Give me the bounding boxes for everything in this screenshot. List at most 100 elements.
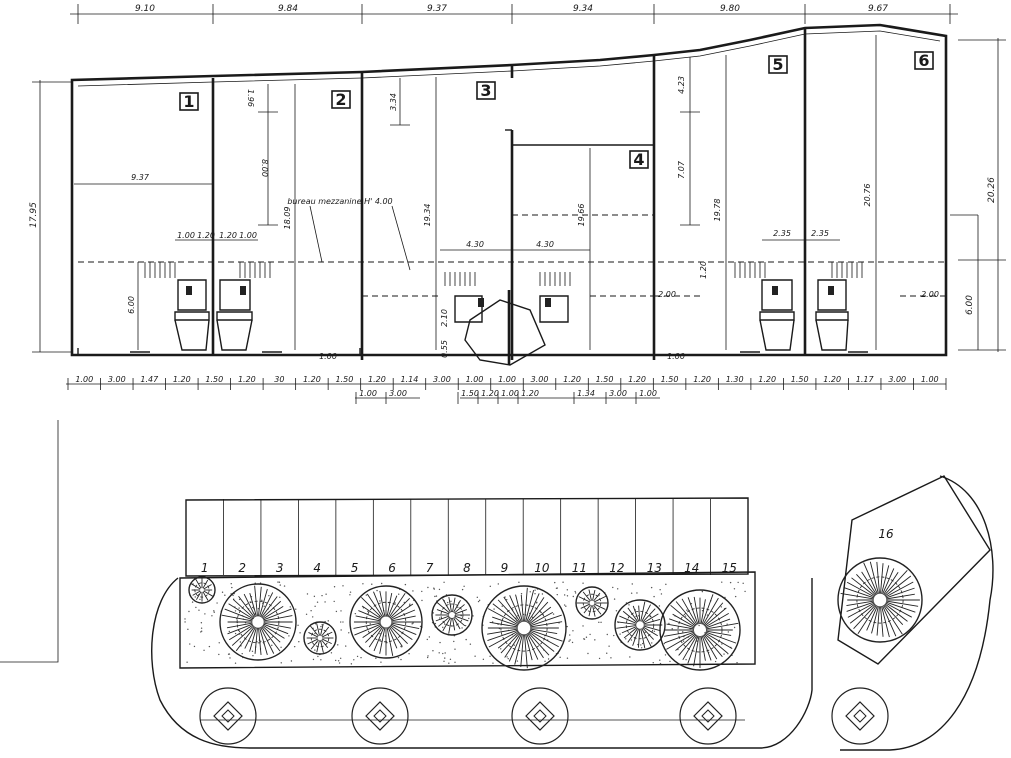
bottom-dim-row1-20: 1.20 — [693, 375, 711, 384]
unit-labels: 1 2 3 4 5 6 — [179, 51, 934, 169]
u6-depth-dim: 20.76 — [863, 184, 872, 207]
u2-stair-dim-4: 1.00 — [239, 231, 257, 240]
tree-icon — [188, 576, 216, 604]
parking-number-15: 15 — [722, 561, 737, 575]
bottom-dim-row2-4: 1.20 — [481, 389, 499, 398]
u5-stair-dim-2: 2.35 — [811, 229, 829, 238]
u5-door-dim: 1.00 — [667, 352, 685, 361]
top-dim-6: 9.67 — [868, 4, 888, 14]
bottom-dim-row1-1: 1.00 — [75, 375, 93, 384]
bottom-dim-row1-2: 3.00 — [108, 375, 126, 384]
parking-number-1: 1 — [201, 561, 209, 575]
parking-number-8: 8 — [463, 561, 471, 575]
interior-dimensions: 9.37 6.00 1.96 8.00 18.09 1.00 1.20 1.20… — [74, 57, 939, 361]
tree-icon — [659, 589, 741, 671]
tree-icon — [219, 583, 297, 661]
tree-icon — [575, 586, 609, 620]
mezzanine-lines: bureau mezzanine H' 4.00 — [78, 197, 946, 297]
top-dim-1: 9.10 — [135, 4, 155, 14]
bottom-dim-row2-3: 1.50 — [461, 389, 479, 398]
bottom-dim-row1-22: 1.20 — [758, 375, 776, 384]
tree-icon — [481, 585, 567, 671]
u5-mid-dim: 7.07 — [677, 160, 686, 179]
bottom-dim-row1-10: 1.20 — [368, 375, 386, 384]
parking-number-9: 9 — [501, 561, 509, 575]
bottom-dim-row1-23: 1.50 — [791, 375, 809, 384]
parking-number-3: 3 — [276, 561, 284, 575]
bottom-dim-row1-26: 3.00 — [888, 375, 906, 384]
parking-number-14: 14 — [684, 561, 699, 575]
bottom-dim-row1-9: 1.50 — [336, 375, 354, 384]
unit-number-1: 1 — [183, 92, 194, 111]
right-lower-dim: 6.00 — [965, 295, 975, 315]
parking-number-13: 13 — [647, 561, 662, 575]
u5-top-dim: 4.23 — [677, 76, 686, 94]
bottom-dim-row2-2: 3.00 — [389, 389, 407, 398]
bottom-dim-row2-6: 1.20 — [521, 389, 539, 398]
bottom-dim-row1-24: 1.20 — [823, 375, 841, 384]
parking-number-2: 2 — [238, 561, 246, 575]
bottom-dim-row2-7: 1.34 — [577, 389, 595, 398]
bottom-dim-row1-27: 1.00 — [921, 375, 939, 384]
door-openings — [77, 348, 868, 355]
bottom-dim-row1-6: 1.20 — [238, 375, 256, 384]
street-tree-icon — [831, 687, 889, 745]
parking-number-5: 5 — [351, 561, 359, 575]
bottom-dim-row1-7: 30 — [274, 375, 284, 384]
parking-number-11: 11 — [572, 561, 587, 575]
parking-number-6: 6 — [388, 561, 396, 575]
u5-small-dim: 1.20 — [699, 261, 708, 279]
bottom-dim-row2-5: 1.00 — [501, 389, 519, 398]
unit-number-2: 2 — [335, 90, 346, 109]
tree-icon — [614, 599, 666, 651]
bottom-dim-row2-9: 1.00 — [639, 389, 657, 398]
top-dim-3: 9.37 — [427, 4, 447, 14]
u3-side-dim: 2.10 — [440, 309, 449, 327]
bottom-dim-row1-8: 1.20 — [303, 375, 321, 384]
u3-depth-dim: 19.34 — [423, 204, 432, 227]
street-tree-icon — [679, 687, 737, 745]
tree-icon — [349, 585, 423, 659]
u2-stair-dim-2: 1.20 — [197, 231, 215, 240]
building-outline — [70, 23, 948, 360]
parking-number-7: 7 — [426, 561, 434, 575]
top-dim-2: 9.84 — [278, 4, 298, 14]
bottom-dim-row1-13: 1.00 — [466, 375, 484, 384]
u2-top-dim: 1.96 — [246, 89, 255, 107]
bottom-dim-row1-16: 1.20 — [563, 375, 581, 384]
u3-width-dim-1: 4.30 — [466, 240, 484, 249]
bottom-dim-row1-12: 3.00 — [433, 375, 451, 384]
u3-width-dim-2: 4.30 — [536, 240, 554, 249]
unit-number-4: 4 — [633, 150, 644, 169]
bottom-dim-row1-15: 3.00 — [531, 375, 549, 384]
top-dim-4: 9.34 — [573, 4, 593, 14]
bottom-dim-row1-14: 1.00 — [498, 375, 516, 384]
right-depth-dim: 20.26 — [987, 177, 997, 203]
street-tree-icon — [511, 687, 569, 745]
side-dimensions: 17.95 20.26 6.00 — [29, 38, 1006, 353]
street-tree-icon — [199, 687, 257, 745]
tree-icon — [837, 557, 923, 643]
u2-depth-dim: 18.09 — [283, 207, 292, 230]
u3-side-dim-2: 0.55 — [440, 340, 449, 358]
u3-top-dim: 3.34 — [389, 93, 398, 111]
bottom-dim-row1-4: 1.20 — [173, 375, 191, 384]
u1-width-dim: 9.37 — [131, 173, 150, 182]
bottom-dim-row1-19: 1.50 — [661, 375, 679, 384]
bottom-dim-row2-1: 1.00 — [359, 389, 377, 398]
bottom-dim-row1-17: 1.50 — [596, 375, 614, 384]
parking-number-10: 10 — [534, 561, 550, 575]
bottom-dim-row2-8: 3.00 — [609, 389, 627, 398]
u2-door-dim: 1.00 — [319, 352, 337, 361]
unit-number-5: 5 — [772, 55, 783, 74]
parking-number-12: 12 — [609, 561, 624, 575]
street-trees — [199, 687, 889, 745]
u5-stair-dim-1: 2.35 — [773, 229, 791, 238]
parking-number-4: 4 — [313, 561, 321, 575]
bottom-dim-row1-11: 1.14 — [401, 375, 419, 384]
u1-mezz-dim: 6.00 — [127, 296, 136, 314]
top-dimension-chain: 9.10 9.84 9.37 9.34 9.80 9.67 — [70, 4, 958, 24]
